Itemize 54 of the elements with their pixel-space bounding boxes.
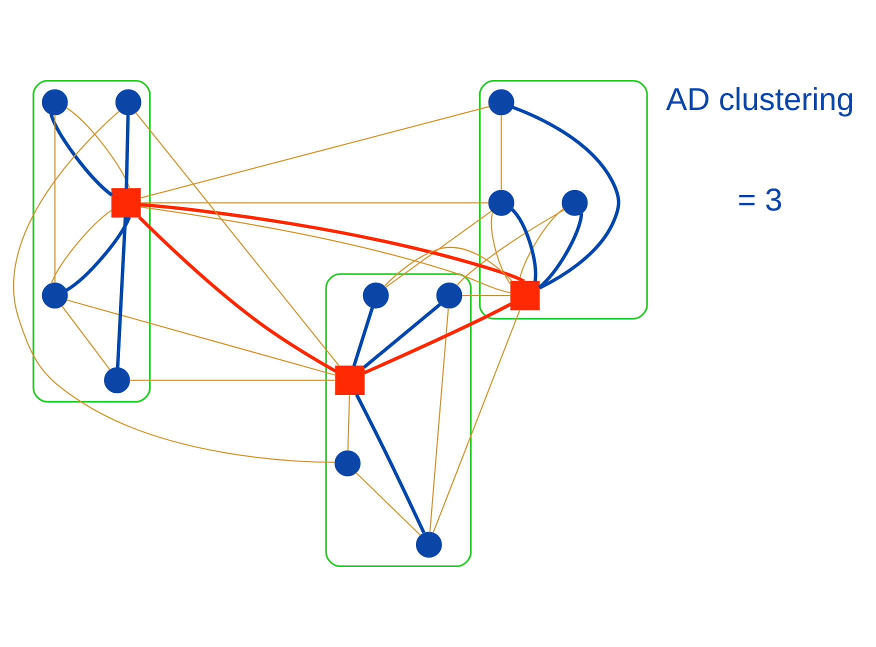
connector (64, 216, 130, 292)
connector (138, 216, 336, 373)
connector (140, 202, 488, 204)
node-circle (415, 532, 442, 558)
node-box (510, 280, 540, 310)
node-box (110, 188, 140, 218)
connector (518, 208, 564, 282)
connector (54, 114, 55, 283)
connector (512, 106, 620, 290)
connector (66, 107, 130, 189)
node-circle (41, 89, 68, 116)
connector (61, 306, 110, 370)
connector (432, 310, 520, 533)
connector (462, 294, 510, 296)
connector (363, 302, 512, 374)
cluster (478, 80, 648, 320)
connector (50, 210, 112, 284)
node-circle (41, 282, 68, 309)
connector (140, 106, 489, 199)
node-box (334, 366, 364, 395)
connector (48, 114, 112, 196)
connector (500, 115, 502, 190)
connector (352, 307, 374, 367)
connector (490, 212, 511, 285)
connector (383, 246, 512, 287)
connector (510, 208, 537, 282)
connector (428, 308, 448, 532)
node-circle (104, 367, 130, 394)
connector (538, 213, 583, 289)
node-circle (488, 190, 514, 216)
cluster (324, 273, 472, 568)
connector (384, 210, 492, 288)
connector (134, 112, 340, 366)
connector (362, 302, 441, 369)
node-circle (436, 282, 462, 309)
node-circle (334, 450, 360, 476)
cluster (32, 80, 150, 403)
node-circle (488, 89, 514, 116)
label: AD clustering (666, 81, 854, 118)
connector (346, 394, 350, 451)
node-circle (114, 89, 141, 116)
connector (456, 209, 564, 286)
connector (66, 299, 336, 376)
connector (354, 394, 425, 534)
connector (140, 206, 510, 294)
connector (124, 115, 130, 189)
connector (355, 472, 420, 536)
connector (115, 217, 127, 368)
connector (12, 110, 334, 463)
node-circle (362, 282, 388, 309)
connector (140, 203, 524, 283)
label: = 3 (737, 182, 782, 218)
connector (129, 380, 336, 381)
node-circle (561, 190, 588, 216)
